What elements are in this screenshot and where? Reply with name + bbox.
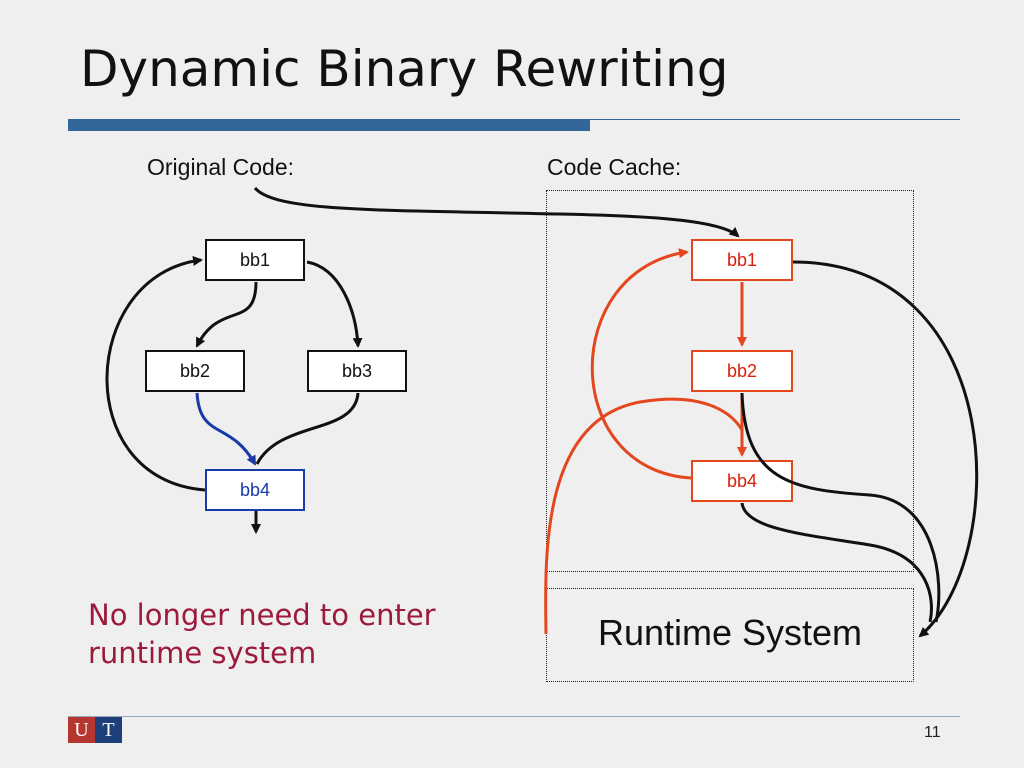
title-underline-bar: [68, 119, 590, 131]
note-line-2: runtime system: [88, 636, 317, 670]
arrow-bb3-bb4: [255, 392, 360, 465]
arrow-label-to-cache-bb1: [253, 186, 740, 238]
university-logo: U T: [68, 717, 122, 743]
slide-title: Dynamic Binary Rewriting: [80, 40, 729, 98]
cache-bb2: bb2: [691, 350, 793, 392]
note-line-1: No longer need to enter: [88, 598, 436, 632]
footer-rule: [68, 716, 960, 717]
original-bb1: bb1: [205, 239, 305, 281]
arrow-runtime-to-cache-bb4: [544, 397, 744, 635]
arrow-cache-bb4-loop-bb1: [590, 248, 692, 480]
runtime-system-box: [546, 588, 914, 682]
original-bb4: bb4: [205, 469, 305, 511]
arrow-bb1-bb3: [306, 260, 363, 348]
arrow-bb4-loop-bb1: [105, 256, 206, 492]
title-underline-rule: [590, 119, 960, 120]
arrow-cache-bb2-runtime: [740, 392, 941, 623]
original-bb3: bb3: [307, 350, 407, 392]
arrow-bb1-bb2: [195, 281, 258, 348]
page-number: 11: [924, 724, 941, 741]
logo-u: U: [68, 717, 95, 743]
arrow-bb2-bb4: [195, 392, 257, 466]
code-cache-region: [546, 190, 914, 572]
arrow-cache-bb4-runtime: [740, 502, 933, 623]
note-text: No longer need to enter runtime system: [88, 596, 436, 672]
code-cache-label: Code Cache:: [547, 154, 682, 180]
arrow-cache-bb1-runtime: [792, 260, 979, 638]
runtime-system-label: Runtime System: [597, 612, 863, 653]
original-bb2: bb2: [145, 350, 245, 392]
logo-t: T: [102, 718, 115, 741]
original-code-label: Original Code:: [147, 154, 295, 180]
cache-bb1: bb1: [691, 239, 793, 281]
